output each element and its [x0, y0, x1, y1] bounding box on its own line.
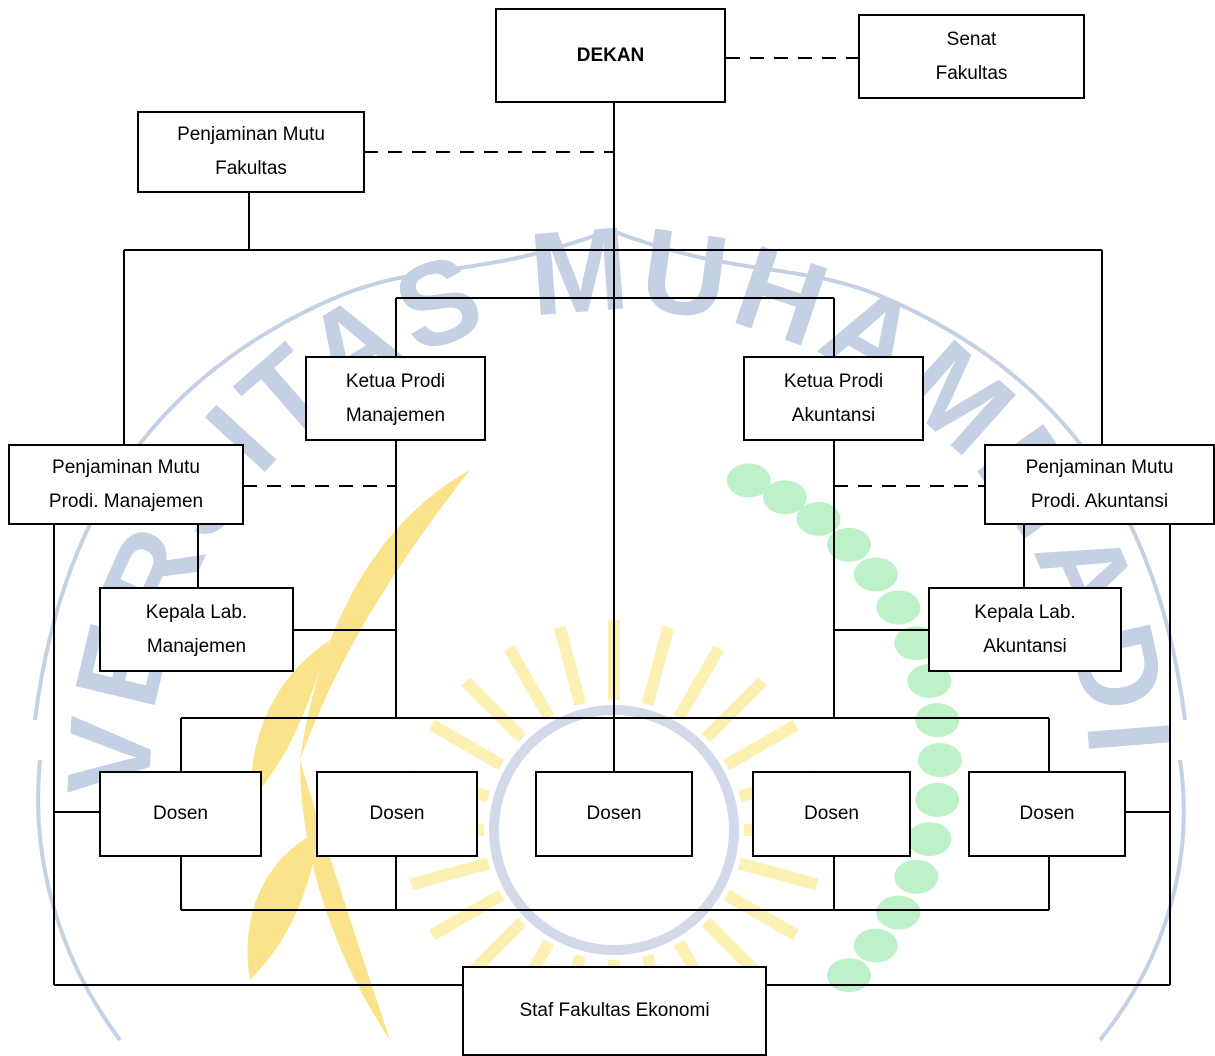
watermark-sun-ray [503, 645, 555, 721]
watermark-sun-ray [723, 719, 799, 771]
watermark-sun-ray [673, 645, 725, 721]
kepala-lab-akuntansi-box: Kepala Lab.Akuntansi [928, 587, 1122, 672]
staf-fakultas-ekonomi-box: Staf Fakultas Ekonomi [462, 966, 767, 1056]
dosen-box: Dosen [316, 771, 478, 857]
watermark-bead [918, 743, 962, 777]
watermark-bead [876, 590, 921, 625]
dosen-box: Dosen [752, 771, 911, 857]
watermark-bead [894, 859, 939, 894]
watermark-bead [894, 626, 939, 661]
watermark-sun-ray [409, 857, 490, 891]
dosen-box: Dosen [968, 771, 1126, 857]
watermark-sun-ray [701, 677, 767, 743]
watermark-bead [915, 782, 960, 817]
watermark-bead [853, 928, 898, 963]
watermark-sun-ray [641, 625, 675, 706]
watermark-bead [876, 895, 921, 930]
watermark-bead [853, 557, 898, 592]
dosen-box: Dosen [535, 771, 693, 857]
watermark-sun-ray [429, 889, 505, 941]
watermark-bead-chain [726, 463, 962, 993]
kepala-lab-manajemen-box: Kepala Lab.Manajemen [99, 587, 294, 672]
watermark-bead [827, 958, 871, 993]
watermark-bead [762, 480, 807, 515]
watermark-bead [796, 501, 841, 536]
watermark-sun-ray [738, 857, 819, 891]
dekan-box: DEKAN [495, 8, 726, 103]
watermark-bead [907, 663, 952, 698]
watermark-sun-ray [429, 719, 505, 771]
watermark-bead [915, 703, 960, 738]
watermark-bead [726, 463, 771, 498]
watermark-leaf-wreath [247, 470, 470, 1040]
watermark-bead [907, 822, 952, 857]
watermark-sun-ray [553, 625, 587, 706]
dosen-box: Dosen [99, 771, 262, 857]
watermark-sun-ray [461, 677, 527, 743]
watermark-bead [827, 527, 871, 562]
watermark-sun-ray [723, 889, 799, 941]
